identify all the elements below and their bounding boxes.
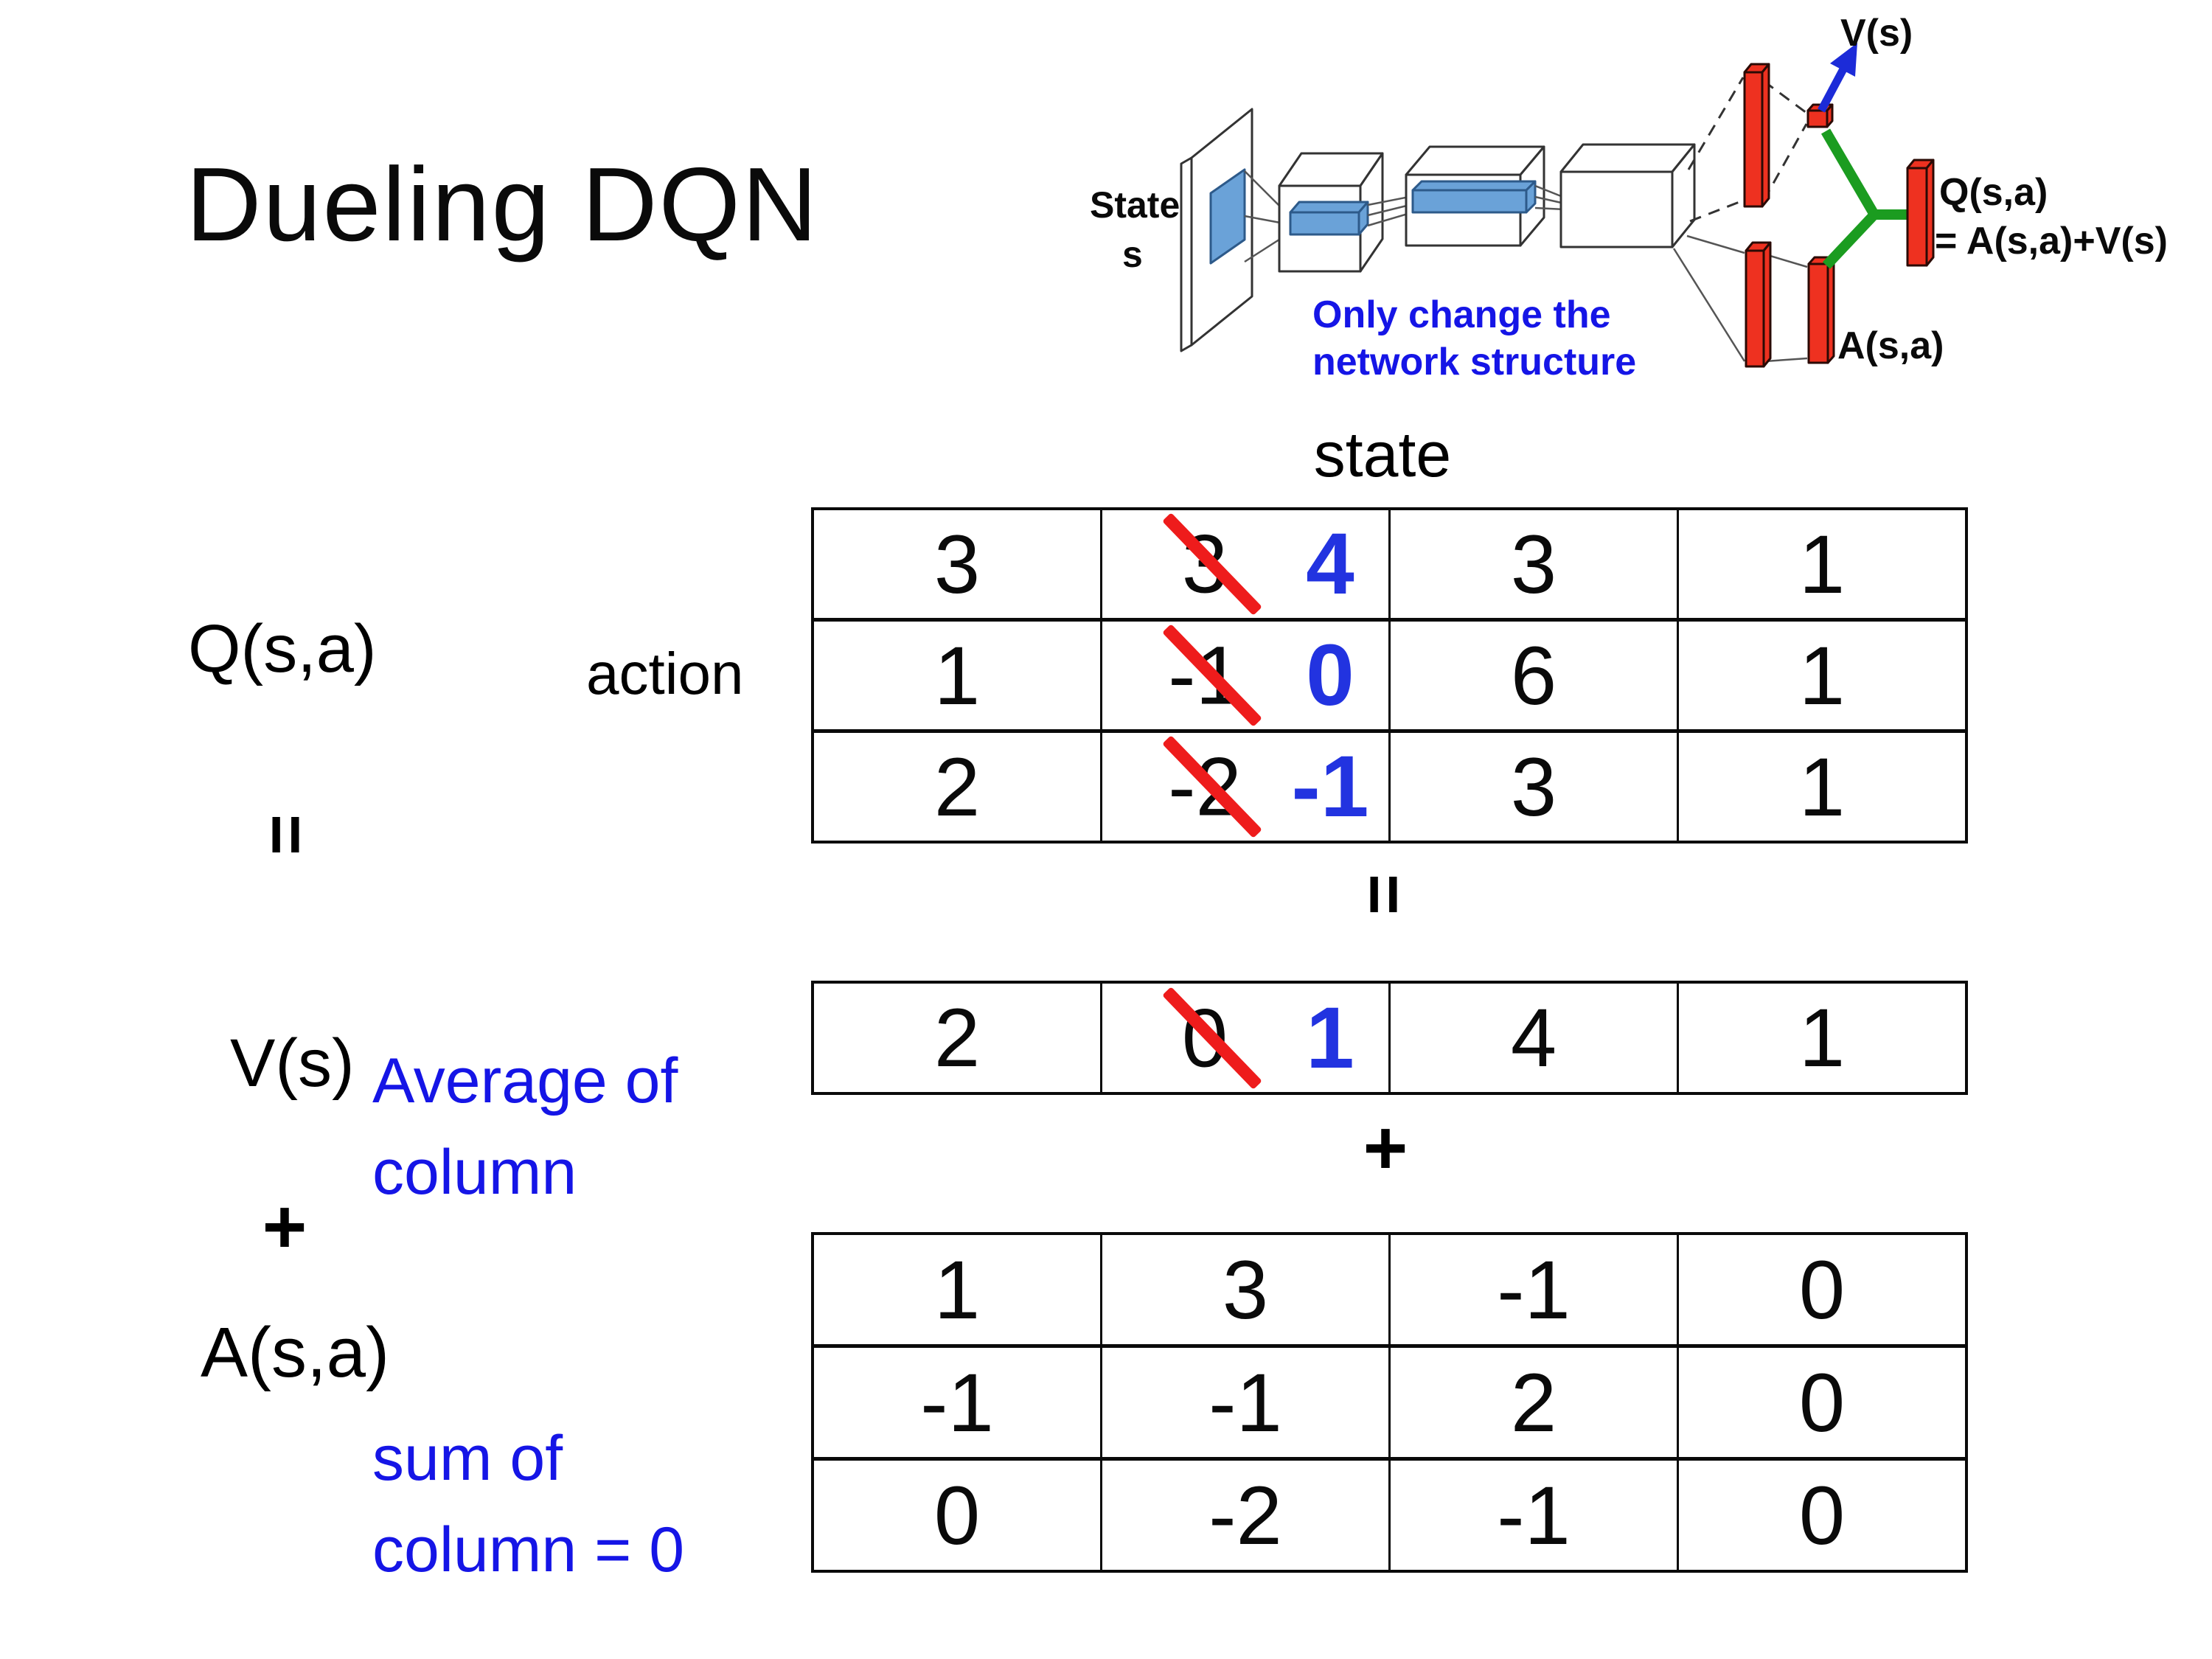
- table-cell: 3: [1388, 510, 1677, 618]
- table-cell: 34: [1100, 510, 1388, 618]
- table-row: 2 0141: [814, 984, 1965, 1092]
- stream-connectors: [1672, 77, 1808, 363]
- table-cell: -1: [1388, 1461, 1677, 1570]
- merge-connector: [1820, 128, 1907, 269]
- feature-box: [1559, 143, 1696, 248]
- replacement-value: 4: [1306, 515, 1354, 613]
- equals-sign-middle: =: [1345, 873, 1424, 916]
- plus-sign-left: +: [262, 1183, 307, 1270]
- dueling-network-diagram: State s V(s) Q(s,a) = A(s,a)+V(s) A(s,a)…: [1090, 12, 2168, 383]
- note-line: Average of: [372, 1046, 678, 1116]
- table-cell: 2: [933, 740, 981, 833]
- diagram-v-output-label: V(s): [1840, 12, 1913, 55]
- conv-filter-patch: [1209, 168, 1246, 265]
- v-node: [1806, 103, 1834, 128]
- value-stream-bar: [1743, 63, 1770, 208]
- equals-sign-left: =: [247, 813, 326, 856]
- table-cell: 1: [933, 629, 981, 722]
- diagram-state-s-label: s: [1122, 234, 1143, 275]
- conv-box-1: [1278, 152, 1384, 273]
- table-cell: 3: [1100, 1235, 1388, 1344]
- table-cell: 1: [1677, 733, 1965, 841]
- table-cell: 2: [1388, 1348, 1677, 1457]
- input-state-plane: [1180, 108, 1253, 352]
- plus-sign-middle: +: [1363, 1105, 1408, 1191]
- v-matrix-label: V(s): [230, 1026, 355, 1101]
- table-cell: -2: [1100, 1461, 1388, 1570]
- note-line: sum of: [372, 1423, 563, 1494]
- a-node-bar: [1807, 256, 1835, 364]
- v-values-table: 2 0141: [811, 981, 1968, 1095]
- table-cell: 1: [1677, 622, 1965, 729]
- table-cell: 01: [1100, 984, 1388, 1092]
- table-cell: 0: [933, 1469, 981, 1562]
- conv-box-2: [1405, 145, 1545, 247]
- table-cell: 4: [1388, 984, 1677, 1092]
- table-cell: 0: [1677, 1348, 1965, 1457]
- conv-cone-3: [1534, 184, 1565, 211]
- replacement-value: 0: [1306, 627, 1354, 724]
- table-row: 2 -2-131: [814, 729, 1965, 841]
- table-cell: -1: [1100, 1348, 1388, 1457]
- conv-feature-bar-2: [1411, 180, 1537, 214]
- note-line: column = 0: [372, 1514, 685, 1585]
- action-label: action: [586, 641, 744, 706]
- state-header: state: [1313, 420, 1452, 490]
- diagram-q-output-formula: = A(s,a)+V(s): [1935, 220, 2168, 262]
- replacement-value: -1: [1291, 738, 1369, 835]
- arrowhead-icon: [1830, 43, 1857, 77]
- q-output-bar: [1906, 159, 1935, 267]
- table-cell: 2: [933, 992, 981, 1084]
- average-of-column-note: Average of column: [372, 1035, 678, 1218]
- table-cell: 3: [933, 518, 981, 611]
- q-matrix-label: Q(s,a): [188, 611, 377, 686]
- v-output-arrow: [1818, 43, 1857, 113]
- replacement-value: 1: [1306, 989, 1354, 1087]
- sum-of-column-note: sum of column = 0: [372, 1413, 684, 1596]
- diagram-state-label: State: [1090, 184, 1180, 226]
- table-row: 33431: [814, 510, 1965, 618]
- a-matrix-label: A(s,a): [201, 1313, 390, 1392]
- table-cell: 1: [1677, 510, 1965, 618]
- table-cell: 3: [1388, 733, 1677, 841]
- note-line: column: [372, 1137, 577, 1208]
- table-cell: 0: [1677, 1461, 1965, 1570]
- table-cell: -1: [1388, 1235, 1677, 1344]
- table-cell: 6: [1388, 622, 1677, 729]
- table-cell: 0: [1677, 1235, 1965, 1344]
- table-cell: 1: [933, 1243, 981, 1336]
- advantage-stream-bar: [1745, 241, 1772, 368]
- table-cell: 1: [1677, 984, 1965, 1092]
- table-cell: -1: [920, 1356, 994, 1449]
- diagram-a-output-label: A(s,a): [1837, 324, 1944, 367]
- conv-feature-bar-1: [1289, 201, 1369, 236]
- diagram-q-output-label: Q(s,a): [1939, 171, 2048, 214]
- table-cell: -2-1: [1100, 733, 1388, 841]
- slide-title: Dueling DQN: [186, 146, 819, 263]
- diagram-note-line2: network structure: [1312, 341, 1636, 383]
- table-cell: -10: [1100, 622, 1388, 729]
- diagram-note-line1: Only change the: [1312, 293, 1611, 336]
